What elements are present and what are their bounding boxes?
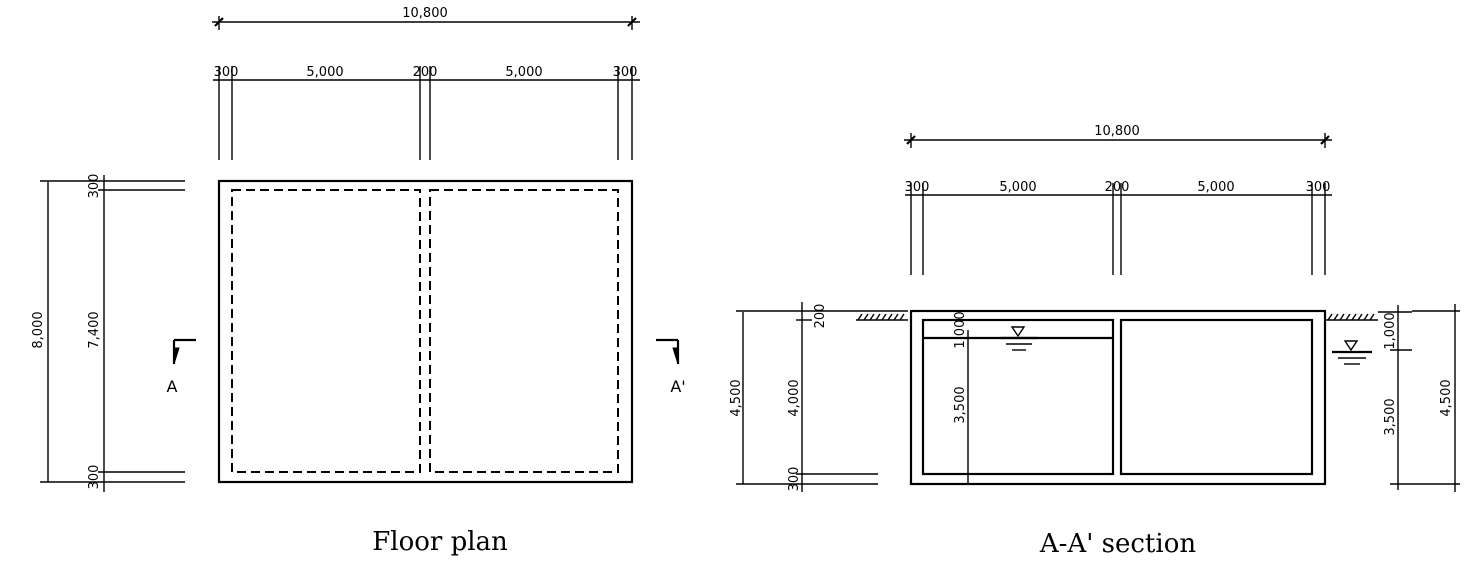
- plan-seg3-label: 200: [413, 65, 438, 80]
- section-left-dimensions: 4,500 200 4,000 300: [729, 302, 908, 492]
- plan-seg4-label: 5,000: [505, 65, 542, 80]
- plan-top-segment-dimension: 300 5,000 200 5,000 300: [213, 65, 640, 160]
- section-water-depth-label: 3,500: [953, 386, 968, 423]
- section-caption: A-A' section: [1039, 529, 1196, 559]
- section-total-width-label: 10,800: [1094, 124, 1140, 139]
- floor-plan: 10,800 300 5,000 200 5,000 300 8,000: [31, 6, 686, 557]
- plan-seg2-label: 5,000: [306, 65, 343, 80]
- section-top-segment-dimension: 300 5,000 200 5,000 300: [905, 180, 1332, 275]
- section-bottom-slab-label: 300: [787, 467, 802, 492]
- plan-top-total-dimension: 10,800: [212, 6, 640, 30]
- water-level-icon: [1000, 326, 1038, 351]
- plan-left-dimensions: 8,000 300 7,400 300: [31, 174, 185, 492]
- section-seg5-label: 300: [1306, 180, 1331, 195]
- section-seg1-label: 300: [905, 180, 930, 195]
- section-mark-a-prime: A': [656, 338, 686, 396]
- section-mark-a: A: [167, 338, 196, 396]
- section-freeboard-label: 1,000: [953, 311, 968, 348]
- section-tank-outline: [909, 309, 1327, 486]
- section-seg3-label: 200: [1105, 180, 1130, 195]
- plan-top-wall-label: 300: [87, 174, 102, 199]
- section-right-lower-label: 3,500: [1383, 398, 1398, 435]
- outside-water-level-icon: [1332, 340, 1372, 365]
- section-inner-height-label: 4,000: [787, 379, 802, 416]
- section-right-upper-label: 1,000: [1383, 312, 1398, 349]
- section-mark-a-label: A: [167, 377, 178, 396]
- section-seg4-label: 5,000: [1197, 180, 1234, 195]
- plan-inner-depth-label: 7,400: [87, 311, 102, 348]
- plan-seg5-label: 300: [613, 65, 638, 80]
- section-top-total-dimension: 10,800: [904, 124, 1332, 148]
- plan-total-width-label: 10,800: [402, 6, 448, 21]
- section-mark-a-prime-label: A': [670, 377, 685, 396]
- section-top-slab-label: 200: [813, 304, 828, 329]
- section-right-total-label: 4,500: [1439, 379, 1454, 416]
- plan-tank-outline: [217, 179, 634, 484]
- ground-hatch-right: [1325, 313, 1378, 321]
- floor-plan-caption: Floor plan: [372, 527, 508, 557]
- plan-total-depth-label: 8,000: [31, 311, 46, 348]
- section-seg2-label: 5,000: [999, 180, 1036, 195]
- plan-seg1-label: 300: [214, 65, 239, 80]
- plan-bottom-wall-label: 300: [87, 465, 102, 490]
- section-right-dimensions: 1,000 3,500 4,500: [1378, 304, 1460, 492]
- ground-hatch-left: [856, 313, 908, 321]
- section-total-height-label: 4,500: [729, 379, 744, 416]
- section-view: 10,800 300 5,000 200 5,000 300 4,500: [729, 124, 1460, 559]
